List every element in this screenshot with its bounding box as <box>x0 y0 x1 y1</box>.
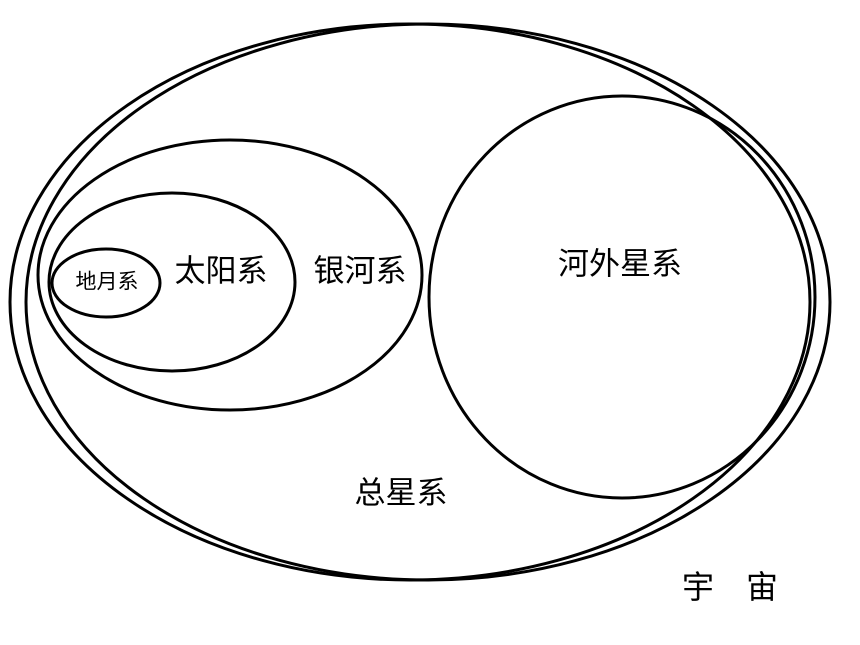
universe-label: 宇 宙 <box>681 568 778 606</box>
earth-moon-system-ellipse <box>50 247 162 319</box>
milky-way-ellipse <box>36 138 424 412</box>
solar-system-label: 太阳系 <box>175 254 268 290</box>
metagalaxy-label: 总星系 <box>355 476 448 512</box>
metagalaxy-ellipse <box>8 22 812 582</box>
extragalactic-galaxies-label: 河外星系 <box>558 247 682 283</box>
milky-way-label: 银河系 <box>314 254 407 290</box>
earth-moon-system-label: 地月系 <box>76 270 139 294</box>
extragalactic-galaxies-circle <box>427 94 817 500</box>
solar-system-ellipse <box>47 191 297 373</box>
